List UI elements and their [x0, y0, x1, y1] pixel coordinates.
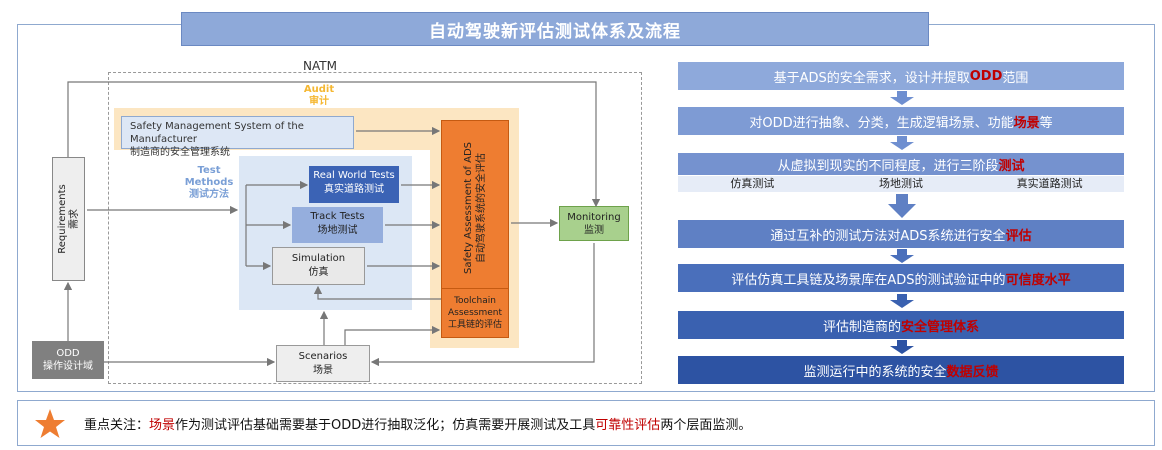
odd-en: ODD [56, 348, 80, 359]
step5-highlight: 可信度水平 [1005, 272, 1071, 288]
audit-label: Audit 审计 [294, 84, 344, 108]
simulation-box: Simulation 仿真 [272, 247, 365, 285]
star-icon [35, 409, 65, 438]
note-suffix: 两个层面监测。 [660, 418, 752, 433]
scenarios-en: Scenarios [298, 351, 348, 362]
toolchain-to-simulation [313, 285, 441, 300]
step4-highlight: 评估 [1005, 228, 1032, 244]
step5-text: 评估仿真工具链及场景库在ADS的测试验证中的 [731, 272, 1006, 288]
flow-step-7: 监测运行中的系统的安全数据反馈 [678, 356, 1124, 384]
step2-text-end: 等 [1039, 115, 1053, 131]
audit-label-cn: 审计 [309, 96, 329, 107]
flow-arrow-3 [888, 194, 916, 218]
note-highlight-reliability: 可靠性评估 [595, 418, 661, 433]
toolchain-assessment-box: Toolchain Assessment 工具链的评估 [441, 288, 509, 338]
flow-step-6: 评估制造商的安全管理体系 [678, 311, 1124, 339]
scenarios-box: Scenarios 场景 [276, 345, 370, 382]
flow-step-5: 评估仿真工具链及场景库在ADS的测试验证中的可信度水平 [678, 264, 1124, 292]
real-world-en: Real World Tests [313, 170, 395, 181]
audit-label-en: Audit [303, 84, 335, 95]
step3-text: 从虚拟到现实的不同程度，进行三阶段 [777, 158, 999, 174]
simulation-cn: 仿真 [308, 267, 329, 278]
requirements-box [52, 157, 85, 281]
test-methods-cn: 测试方法 [189, 189, 229, 200]
flow-step-4: 通过互补的测试方法对ADS系统进行安全评估 [678, 220, 1124, 248]
flow-step-3: 从虚拟到现实的不同程度，进行三阶段测试 [678, 153, 1124, 175]
step4-text: 通过互补的测试方法对ADS系统进行安全 [770, 228, 1006, 244]
key-note-box [17, 400, 1155, 446]
simulation-en: Simulation [291, 253, 346, 264]
step1-text-end: 范围 [1002, 70, 1029, 86]
natm-boundary [108, 72, 642, 384]
safety-assessment-box [441, 120, 509, 296]
step7-text: 监测运行中的系统的安全 [803, 364, 947, 380]
flow-arrow-5 [890, 294, 914, 308]
test-methods-label: Test Methods 测试方法 [176, 165, 242, 201]
step1-highlight: ODD [969, 68, 1003, 84]
step2-text: 对ODD进行抽象、分类，生成逻辑场景、功能 [749, 115, 1014, 131]
sms-box: Safety Management System of the Manufact… [121, 116, 354, 158]
key-note-text: 重点关注：场景作为测试评估基础需要基于ODD进行抽取泛化；仿真需要开展测试及工具… [84, 414, 751, 433]
toolchain-cn: 工具链的评估 [447, 320, 502, 330]
step6-highlight: 安全管理体系 [901, 319, 980, 335]
real-world-cn: 真实道路测试 [324, 184, 384, 195]
flow-step-2: 对ODD进行抽象、分类，生成逻辑场景、功能场景等 [678, 107, 1124, 135]
sms-label-en: Safety Management System of the Manufact… [130, 121, 304, 145]
scenarios-to-toolchain [344, 325, 441, 345]
monitoring-box: Monitoring 监测 [559, 206, 629, 241]
flow-step-3-substeps: 仿真测试 场地测试 真实道路测试 [678, 176, 1124, 192]
toolchain-en-1: Toolchain [454, 296, 496, 306]
step3-highlight: 测试 [998, 158, 1025, 174]
monitoring-cn: 监测 [584, 225, 604, 236]
real-world-tests-box: Real World Tests 真实道路测试 [309, 166, 399, 203]
natm-label: NATM [303, 59, 337, 73]
requirements-top-loop [67, 81, 601, 208]
substep-simulation: 仿真测试 [730, 177, 775, 190]
note-highlight-scenarios: 场景 [149, 418, 176, 433]
flow-arrow-6 [890, 340, 914, 354]
test-methods-en-2: Methods [184, 177, 234, 188]
sms-label-cn: 制造商的安全管理系统 [130, 147, 230, 158]
note-prefix: 重点关注： [84, 418, 150, 433]
note-middle: 作为测试评估基础需要基于ODD进行抽取泛化；仿真需要开展测试及工具 [175, 418, 596, 433]
flow-arrow-4 [890, 249, 914, 263]
toolchain-en-2: Assessment [448, 308, 502, 318]
substep-real-road: 真实道路测试 [1016, 177, 1083, 190]
scenarios-cn: 场景 [313, 365, 333, 376]
step6-text: 评估制造商的 [822, 319, 901, 335]
monitoring-to-scenarios [370, 243, 595, 367]
track-cn: 场地测试 [317, 225, 358, 236]
flow-arrow-2 [890, 136, 914, 150]
odd-box: ODD 操作设计域 [32, 341, 104, 379]
test-methods-en-1: Test [197, 165, 221, 176]
page-title: 自动驾驶新评估测试体系及流程 [181, 12, 929, 46]
step2-highlight: 场景 [1013, 115, 1040, 131]
flow-arrow-1 [890, 91, 914, 105]
substep-track: 场地测试 [879, 177, 923, 190]
track-tests-box: Track Tests 场地测试 [292, 207, 383, 243]
monitoring-en: Monitoring [567, 212, 621, 223]
step1-text: 基于ADS的安全需求，设计并提取 [773, 70, 970, 86]
step7-highlight: 数据反馈 [946, 364, 999, 380]
track-en: Track Tests [310, 211, 365, 222]
odd-cn: 操作设计域 [43, 361, 93, 372]
